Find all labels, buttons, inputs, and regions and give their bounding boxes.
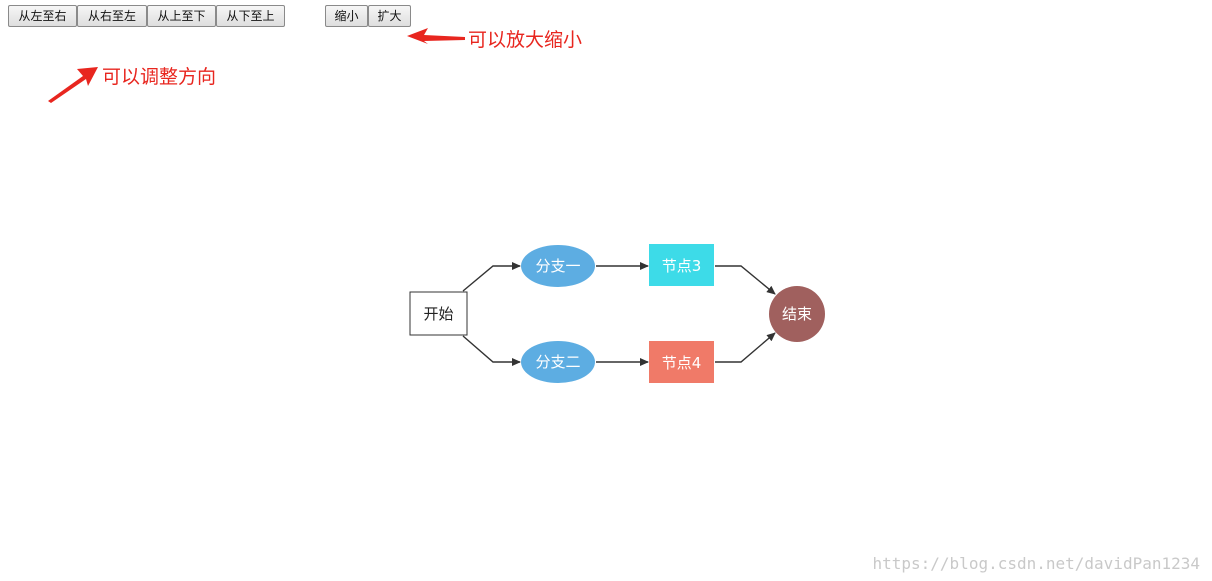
flow-node-node3[interactable]: 节点3 bbox=[649, 244, 714, 286]
zoom-annotation-arrow bbox=[407, 28, 465, 44]
edge-start-to-branch1 bbox=[462, 262, 521, 292]
watermark-url: https://blog.csdn.net/davidPan1234 bbox=[872, 554, 1200, 573]
flow-node-node4[interactable]: 节点4 bbox=[649, 341, 714, 383]
direction-top-to-bottom-button[interactable]: 从上至下 bbox=[147, 5, 216, 27]
flow-node-branch2[interactable]: 分支二 bbox=[521, 341, 595, 383]
direction-annotation-arrow bbox=[48, 67, 98, 103]
flow-node-start-label: 开始 bbox=[423, 305, 453, 323]
edge-node4-to-end bbox=[715, 332, 776, 363]
flow-node-end-label: 结束 bbox=[782, 305, 812, 323]
zoom-out-button[interactable]: 缩小 bbox=[325, 5, 368, 27]
flow-node-branch2-label: 分支二 bbox=[535, 353, 580, 371]
direction-left-to-right-button[interactable]: 从左至右 bbox=[8, 5, 77, 27]
direction-right-to-left-button[interactable]: 从右至左 bbox=[77, 5, 147, 27]
flow-node-branch1[interactable]: 分支一 bbox=[521, 245, 595, 287]
edge-start-to-branch2 bbox=[462, 335, 521, 366]
direction-bottom-to-top-button[interactable]: 从下至上 bbox=[216, 5, 285, 27]
flow-node-node3-label: 节点3 bbox=[662, 257, 702, 275]
flow-node-node4-label: 节点4 bbox=[662, 354, 702, 372]
zoom-annotation: 可以放大缩小 bbox=[468, 29, 583, 51]
direction-annotation: 可以调整方向 bbox=[102, 66, 217, 88]
flow-edges bbox=[462, 262, 776, 366]
edge-node3-to-end bbox=[715, 265, 776, 295]
flow-node-branch1-label: 分支一 bbox=[535, 257, 580, 275]
flow-node-end[interactable]: 结束 bbox=[769, 286, 825, 342]
zoom-in-button[interactable]: 扩大 bbox=[368, 5, 411, 27]
flow-node-start[interactable]: 开始 bbox=[409, 291, 468, 336]
